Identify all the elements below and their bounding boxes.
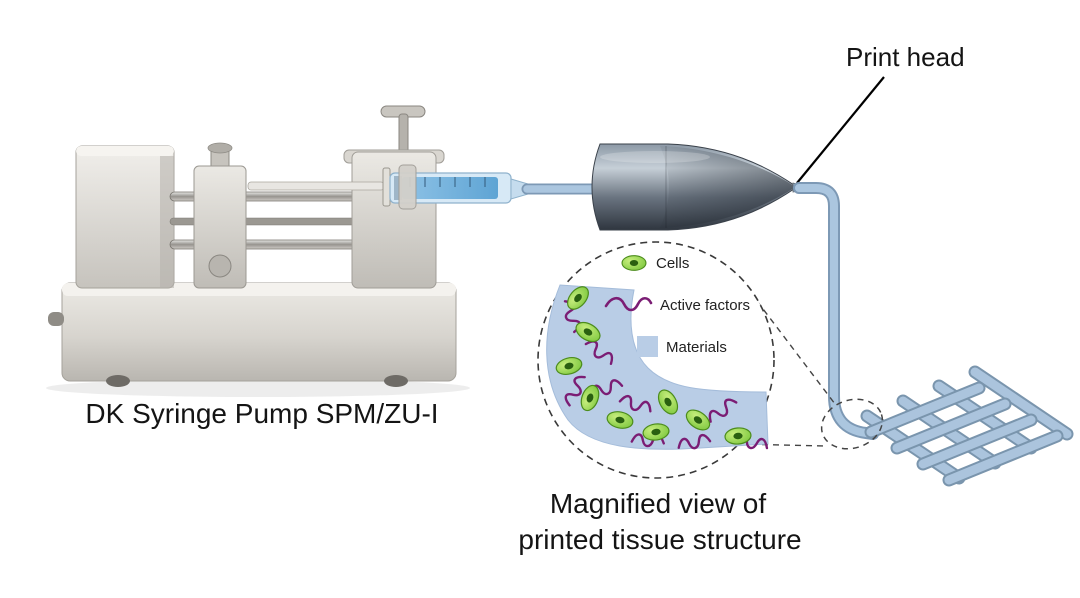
clamp-strap <box>398 164 417 210</box>
lattice-layer-over <box>864 381 1064 487</box>
pump-caption: DK Syringe Pump SPM/ZU-I <box>85 398 438 429</box>
plunger-seal <box>394 176 402 200</box>
syringe-pump <box>46 105 470 397</box>
syringe <box>247 164 529 210</box>
print-head-leader-line <box>796 76 885 184</box>
plunger-rod <box>247 181 385 191</box>
magnified-view: Cells Active factors Materials <box>537 241 775 479</box>
legend-materials-label: Materials <box>666 339 727 356</box>
material-icon <box>637 336 658 357</box>
barrel-flange <box>382 167 391 207</box>
pump-base <box>48 282 457 387</box>
active-factor-icon <box>604 296 653 312</box>
pump-left-housing <box>75 145 175 289</box>
carriage-knob-bottom <box>208 254 232 278</box>
pump-foot <box>106 375 130 387</box>
print-head-label: Print head <box>846 42 965 72</box>
magnified-caption-line1: Magnified view of <box>550 488 767 519</box>
magnified-caption-line2: printed tissue structure <box>518 524 801 555</box>
syringe-liquid <box>402 177 498 199</box>
carriage-block <box>193 142 247 289</box>
carriage-knob-cap <box>207 142 233 154</box>
print-head-nose-shade <box>660 146 794 228</box>
cell-icon <box>621 255 647 271</box>
legend-cells-label: Cells <box>656 255 689 272</box>
zoom-source-ellipse <box>820 398 884 450</box>
print-head <box>591 143 803 231</box>
legend-active-factors-label: Active factors <box>660 297 750 314</box>
side-knob <box>48 312 64 326</box>
pump-foot <box>384 375 408 387</box>
printed-lattice <box>860 365 1074 487</box>
pump-shadow <box>46 379 470 397</box>
print-head-highlight <box>600 151 710 163</box>
tube-from-printhead <box>793 182 879 440</box>
magnifier-legend: Cells Active factors Materials <box>604 255 750 357</box>
